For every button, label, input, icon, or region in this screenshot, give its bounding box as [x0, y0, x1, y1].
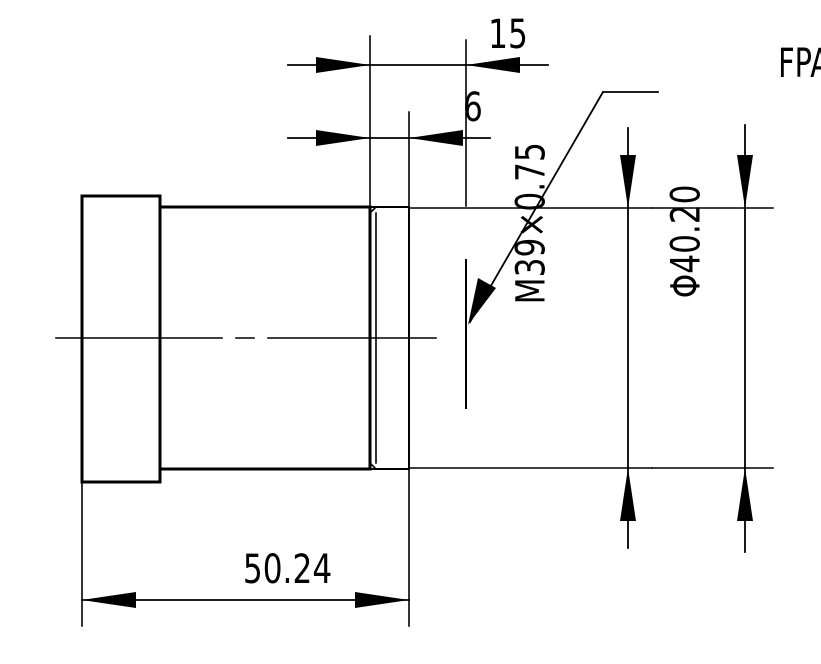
dim-15-label: 15	[488, 12, 528, 58]
thread-spec-label: M39×0.75	[509, 142, 555, 304]
rear-ring	[80, 194, 162, 484]
dimension-diameter: Φ40.20	[664, 124, 753, 553]
dimension-15: 15	[287, 12, 549, 73]
dimension-overall-length: 50.24	[81, 547, 410, 608]
dim-6-label: 6	[463, 85, 483, 131]
fpa-label: FPA	[778, 41, 821, 87]
dimension-6: 6	[287, 85, 491, 146]
dimension-thread: M39×0.75	[509, 127, 636, 549]
diameter-label: Φ40.20	[664, 184, 710, 298]
overall-length-label: 50.24	[243, 547, 332, 593]
fpa-leader: FPA	[468, 41, 821, 325]
